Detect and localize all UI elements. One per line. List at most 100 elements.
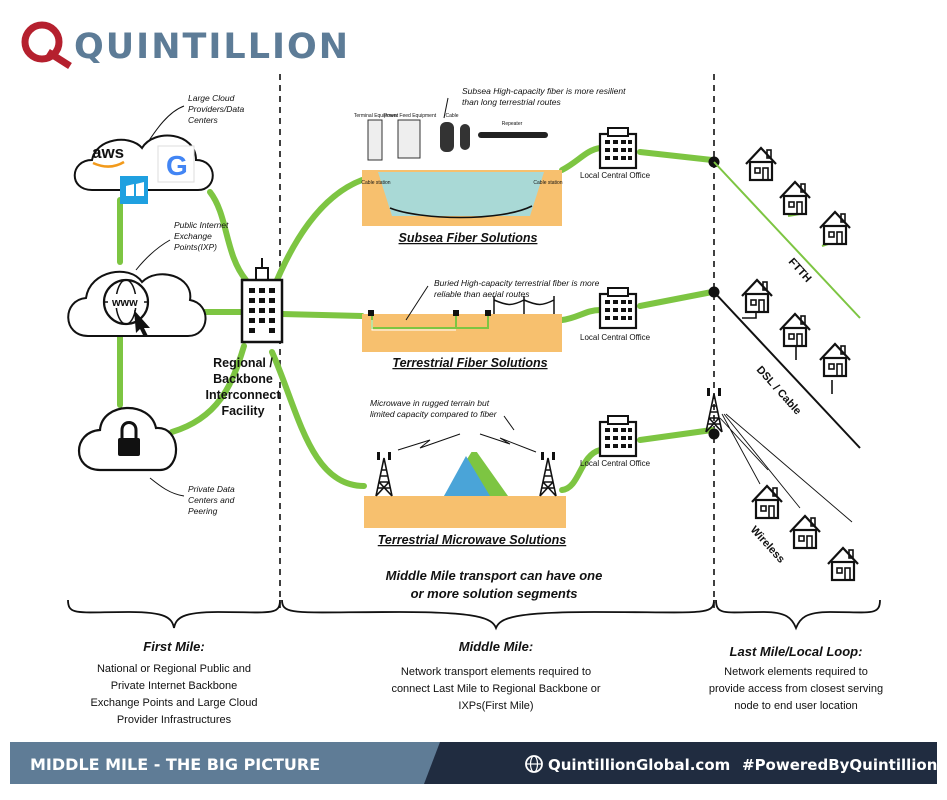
link-office-wireless-node xyxy=(637,427,715,443)
house-icon xyxy=(778,312,812,348)
last-mile-line: provide access from closest serving xyxy=(709,683,883,695)
first-mile-line: Private Internet Backbone xyxy=(111,680,238,692)
facility-line-1: Regional / xyxy=(213,356,273,370)
lock-icon xyxy=(118,438,140,456)
terrestrial-solution: Buried High-capacity terrestrial fiber i… xyxy=(362,278,651,370)
link-microwave-office xyxy=(559,447,603,493)
house-icon xyxy=(778,180,812,216)
section-first-mile: First Mile: National or Regional Public … xyxy=(91,639,258,726)
central-office-icon xyxy=(598,414,638,458)
brand-logo: QUINTILLION xyxy=(21,21,350,69)
subsea-note: Subsea High-capacity fiber is more resil… xyxy=(462,86,626,107)
first-mile-line: Provider Infrastructures xyxy=(117,714,232,726)
last-mile-line: Network elements required to xyxy=(724,666,868,678)
first-mile-line: National or Regional Public and xyxy=(97,663,251,675)
middle-note: Middle Mile transport can have one or mo… xyxy=(386,568,603,601)
link-facility-subsea xyxy=(269,177,365,295)
wireless-signal xyxy=(719,413,853,523)
link-private-facility xyxy=(169,343,247,435)
dsl-line xyxy=(713,291,861,449)
terminal-equipment-icon xyxy=(367,119,383,161)
last-mile-title: Last Mile/Local Loop: xyxy=(730,644,863,659)
house-icon xyxy=(818,210,852,246)
facility-line-2: Backbone xyxy=(213,372,273,386)
first-mile-title: First Mile: xyxy=(143,639,204,654)
middle-mile-title: Middle Mile: xyxy=(459,639,533,654)
logo-q-tail xyxy=(46,49,72,69)
terrestrial-office-label: Local Central Office xyxy=(580,333,651,342)
svg-text:or more solution segments: or more solution segments xyxy=(411,586,578,601)
ftth-label: FTTH xyxy=(786,256,814,285)
link-facility-terrestrial xyxy=(279,311,365,319)
microwave-tower-icon xyxy=(539,451,557,497)
last-mile-brace xyxy=(715,599,881,631)
house-icon xyxy=(744,146,778,182)
google-icon: G xyxy=(166,150,188,181)
logo-q-icon xyxy=(21,21,63,63)
footer-banner: MIDDLE MILE - THE BIG PICTURE Quintillio… xyxy=(10,742,937,784)
eq-power-label: Power Feed Equipment xyxy=(384,113,437,119)
middle-mile-line: IXPs(First Mile) xyxy=(458,700,533,712)
first-mile-brace xyxy=(67,599,281,629)
link-facility-microwave xyxy=(269,349,367,489)
www-label: www xyxy=(111,297,138,309)
facility-line-3: Interconnect xyxy=(205,388,281,402)
middle-mile-brace xyxy=(281,599,715,631)
subsea-title: Subsea Fiber Solutions xyxy=(399,231,538,245)
section-last-mile: Last Mile/Local Loop: Network elements r… xyxy=(709,644,883,712)
subsea-cable xyxy=(389,205,533,219)
facility-line-4: Facility xyxy=(221,404,264,418)
first-mile-line: Exchange Points and Large Cloud xyxy=(91,697,258,709)
house-icon xyxy=(826,546,860,582)
aws-label: aws xyxy=(92,143,124,162)
aws-smile-icon xyxy=(92,160,125,168)
wireless-node xyxy=(708,428,720,440)
sea-water xyxy=(378,172,544,216)
ground-block xyxy=(362,314,562,352)
google-tile xyxy=(157,145,195,183)
section-middle-mile: Middle Mile: Network transport elements … xyxy=(391,639,600,712)
footer-site[interactable]: QuintillionGlobal.com xyxy=(548,756,730,774)
link-office-dsl-node xyxy=(637,289,715,309)
wireless-label: Wireless xyxy=(748,524,787,566)
middle-mile-line: Network transport elements required to xyxy=(401,666,591,678)
repeater-icon xyxy=(478,132,548,138)
eq-cable-label: Cable xyxy=(445,113,458,119)
link-terrestrial-office xyxy=(559,307,603,323)
svg-text:Middle Mile transport can have: Middle Mile transport can have one xyxy=(386,568,603,583)
eq-terminal-label: Terminal Equipment xyxy=(354,113,399,119)
microwave-office-label: Local Central Office xyxy=(580,459,651,468)
last-mile-line: node to end user location xyxy=(734,700,858,712)
terrestrial-title: Terrestrial Fiber Solutions xyxy=(392,356,547,370)
ground-block xyxy=(364,496,566,528)
cable-station-left: Cable station xyxy=(361,180,390,186)
link-office-ftth-node xyxy=(637,149,715,163)
central-office-icon xyxy=(598,286,638,330)
footer-dark-panel xyxy=(424,742,937,784)
subsea-office-label: Local Central Office xyxy=(580,171,651,180)
house-icon xyxy=(788,514,822,550)
central-office-icon xyxy=(598,126,638,170)
link-subsea-office xyxy=(559,145,603,173)
house-icon xyxy=(740,278,774,314)
brand-name: QUINTILLION xyxy=(74,27,350,67)
aerial-poles-icon xyxy=(493,296,555,314)
footer-title: MIDDLE MILE - THE BIG PICTURE xyxy=(30,755,320,774)
footer-hashtag[interactable]: #PoweredByQuintillion xyxy=(742,756,937,774)
footer-site-link[interactable]: QuintillionGlobal.com xyxy=(525,755,730,774)
cursor-icon xyxy=(134,310,150,337)
subsea-solution: Terminal Equipment Power Feed Equipment … xyxy=(354,86,651,245)
section-braces xyxy=(67,599,881,631)
cable-reel-icon xyxy=(440,122,454,152)
